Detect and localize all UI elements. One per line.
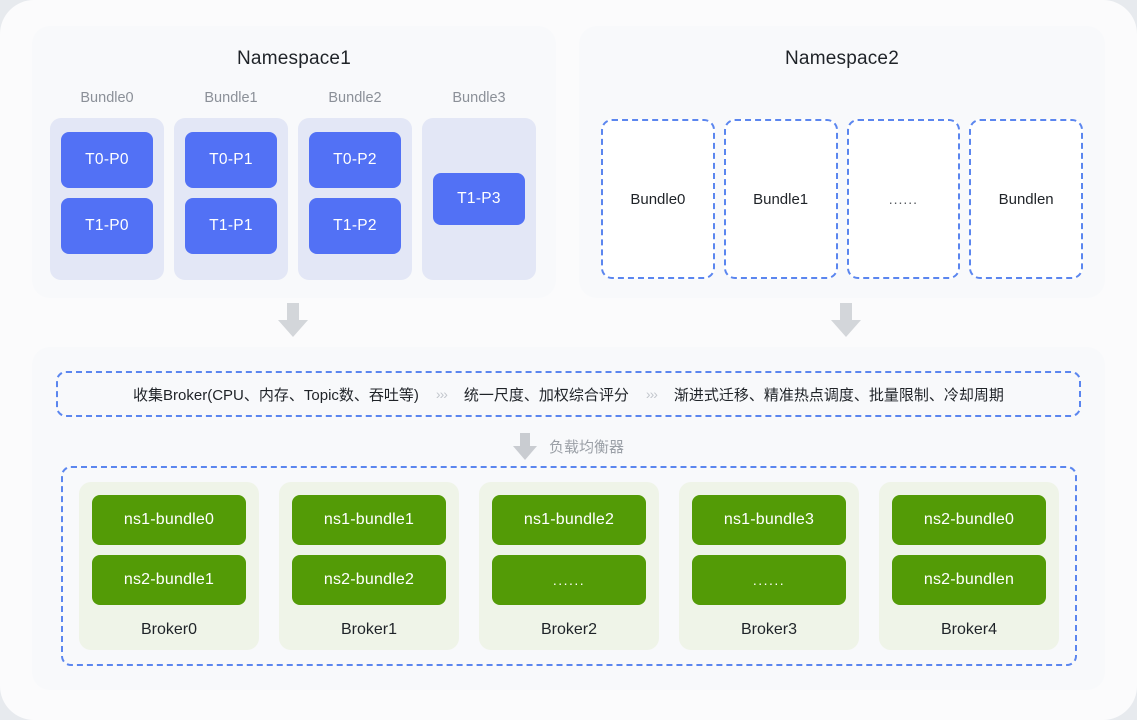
chevron-right-separator-icon: ››› xyxy=(435,386,448,402)
arrow-down-icon xyxy=(278,303,308,337)
namespace1-title: Namespace1 xyxy=(237,48,351,69)
broker-bundle-chip[interactable]: ns2-bundle2 xyxy=(292,555,446,605)
bundle-caption: Bundle1 xyxy=(204,90,258,106)
arrow-head xyxy=(278,320,308,337)
broker-bundle-chip[interactable]: ns1-bundle2 xyxy=(492,495,646,545)
partition-chip[interactable]: T0-P2 xyxy=(309,132,401,188)
load-balancer-panel: 收集Broker(CPU、内存、Topic数、吞吐等) ››› 统一尺度、加权综… xyxy=(32,347,1105,690)
arrow-head xyxy=(831,320,861,337)
broker-bundle-chip[interactable]: ns2-bundle1 xyxy=(92,555,246,605)
arrow-head xyxy=(512,445,537,460)
arrow-shaft xyxy=(840,303,852,321)
load-balancer-label: 负载均衡器 xyxy=(548,438,624,456)
ns2-bundle-box[interactable]: Bundle1 xyxy=(723,119,838,279)
broker-card-4[interactable]: ns2-bundle0 ns2-bundlen Broker4 xyxy=(879,482,1059,650)
arrow-shaft xyxy=(519,432,530,447)
ns2-bundle-box[interactable]: Bundlen xyxy=(969,119,1083,279)
pipeline-step-score: 统一尺度、加权综合评分 xyxy=(463,386,629,404)
brokers-container: ns1-bundle0 ns2-bundle1 Broker0 ns1-bund… xyxy=(61,466,1077,666)
bundle-caption: Bundle2 xyxy=(328,90,382,106)
broker-bundle-chip[interactable]: ns1-bundle0 xyxy=(92,495,246,545)
bundle-caption: Bundle3 xyxy=(452,90,506,106)
arrow-down-icon xyxy=(831,303,861,337)
pipeline-strip: 收集Broker(CPU、内存、Topic数、吞吐等) ››› 统一尺度、加权综… xyxy=(56,371,1081,417)
broker-bundle-chip[interactable]: ns2-bundlen xyxy=(892,555,1046,605)
bundle-box-2[interactable]: T0-P2 T1-P2 xyxy=(298,118,412,280)
broker-card-0[interactable]: ns1-bundle0 ns2-bundle1 Broker0 xyxy=(79,482,259,650)
arrow-down-icon xyxy=(512,432,537,460)
namespace2-title: Namespace2 xyxy=(785,48,899,69)
namespace2-bundle-columns: Bundle0 Bundle1 ...... Bundlen xyxy=(601,119,1083,279)
bundle-column-1: Bundle1 T0-P1 T1-P1 xyxy=(174,89,288,280)
partition-chip[interactable]: T1-P2 xyxy=(309,198,401,254)
bundle-box-1[interactable]: T0-P1 T1-P1 xyxy=(174,118,288,280)
namespaces-row: Namespace1 Bundle0 T0-P0 T1-P0 Bundle1 T… xyxy=(32,26,1105,298)
bundle-box-3[interactable]: T1-P3 xyxy=(422,118,536,280)
broker-bundle-chip[interactable]: ns1-bundle1 xyxy=(292,495,446,545)
pipeline-step-migrate: 渐进式迁移、精准热点调度、批量限制、冷却周期 xyxy=(673,386,1004,404)
partition-chip[interactable]: T1-P3 xyxy=(433,173,525,225)
partition-chip[interactable]: T0-P0 xyxy=(61,132,153,188)
broker-name: Broker4 xyxy=(940,621,998,638)
partition-chip[interactable]: T1-P0 xyxy=(61,198,153,254)
ns2-bundle-box-ellipsis[interactable]: ...... xyxy=(846,119,961,279)
broker-name: Broker2 xyxy=(540,621,598,638)
partition-chip[interactable]: T1-P1 xyxy=(185,198,277,254)
namespace2-panel: Namespace2 Bundle0 Bundle1 ...... Bundle… xyxy=(579,26,1105,298)
bundle-box-0[interactable]: T0-P0 T1-P0 xyxy=(50,118,164,280)
bundle-column-0: Bundle0 T0-P0 T1-P0 xyxy=(50,89,164,280)
broker-bundle-chip[interactable]: ns2-bundle0 xyxy=(892,495,1046,545)
broker-name: Broker0 xyxy=(140,621,198,638)
bundle-column-3: Bundle3 T1-P3 xyxy=(422,89,536,280)
load-balancer-label-row: 负载均衡器 xyxy=(32,431,1105,461)
broker-card-1[interactable]: ns1-bundle1 ns2-bundle2 Broker1 xyxy=(279,482,459,650)
chevron-right-separator-icon: ››› xyxy=(645,386,658,402)
ns2-bundle-box[interactable]: Bundle0 xyxy=(601,119,715,279)
broker-card-3[interactable]: ns1-bundle3 ...... Broker3 xyxy=(679,482,859,650)
namespace1-bundle-columns: Bundle0 T0-P0 T1-P0 Bundle1 T0-P1 T1-P1 … xyxy=(50,89,538,280)
broker-name: Broker1 xyxy=(340,621,398,638)
pipeline-step-collect: 收集Broker(CPU、内存、Topic数、吞吐等) xyxy=(133,386,419,404)
broker-bundle-chip[interactable]: ns1-bundle3 xyxy=(692,495,846,545)
bundle-column-2: Bundle2 T0-P2 T1-P2 xyxy=(298,89,412,280)
broker-bundle-chip-ellipsis[interactable]: ...... xyxy=(692,555,846,605)
bundle-caption: Bundle0 xyxy=(80,90,134,106)
namespace1-panel: Namespace1 Bundle0 T0-P0 T1-P0 Bundle1 T… xyxy=(32,26,556,298)
broker-card-2[interactable]: ns1-bundle2 ...... Broker2 xyxy=(479,482,659,650)
arrow-shaft xyxy=(287,303,299,321)
broker-name: Broker3 xyxy=(740,621,798,638)
partition-chip[interactable]: T0-P1 xyxy=(185,132,277,188)
broker-bundle-chip-ellipsis[interactable]: ...... xyxy=(492,555,646,605)
